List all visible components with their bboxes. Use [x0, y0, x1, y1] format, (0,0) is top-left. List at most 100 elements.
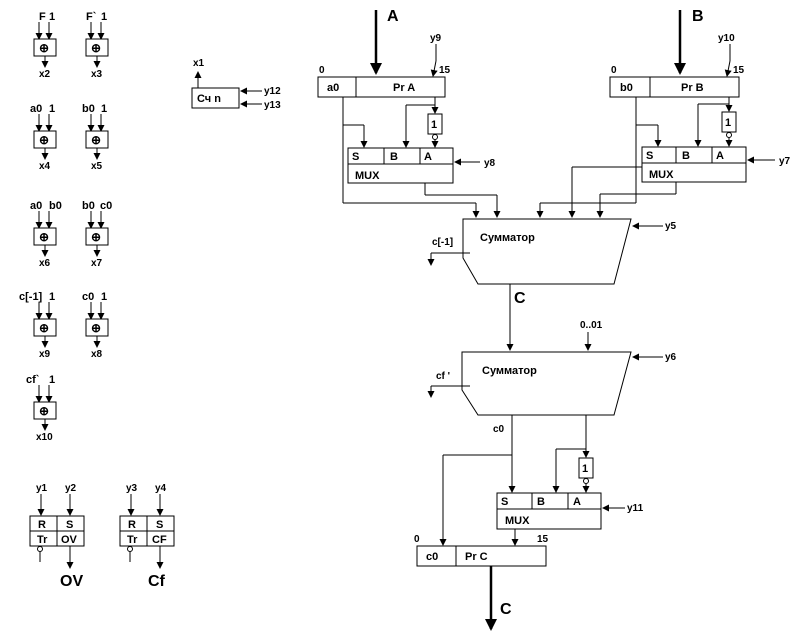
- xor-symbol: ⊕: [39, 321, 49, 335]
- adder-2-ctrl-label: y6: [665, 352, 677, 363]
- xor-output-label: x3: [91, 69, 103, 80]
- adder-1-output-label: C: [514, 290, 526, 307]
- xor-input-label: cf`: [26, 374, 40, 386]
- register-a-name: Pr A: [393, 82, 415, 94]
- mux-b-b: B: [682, 150, 690, 162]
- adder-1-name: Сумматор: [480, 232, 535, 244]
- register-b-bit-low: 0: [611, 65, 617, 76]
- trigger-name-label: OV: [61, 534, 78, 546]
- counter-output-label: x1: [193, 58, 205, 69]
- xor-input-label: c[-1]: [19, 291, 43, 303]
- xor-symbol: ⊕: [39, 404, 49, 418]
- xor-input-label: c0: [100, 200, 112, 212]
- xor-input-label: a0: [30, 200, 42, 212]
- xor-symbol: ⊕: [91, 230, 101, 244]
- xor-output-label: x10: [36, 432, 53, 443]
- mux-c-ctrl-label: y11: [627, 503, 644, 514]
- xor-output-label: x5: [91, 161, 103, 172]
- xor-gate-x5: b0 1 ⊕ x5: [82, 103, 109, 172]
- register-a-bit-low: 0: [319, 65, 325, 76]
- xor-input-label: 1: [49, 103, 55, 115]
- register-a-bit-high: 15: [439, 65, 451, 76]
- mux-c-s: S: [501, 496, 508, 508]
- xor-symbol: ⊕: [39, 41, 49, 55]
- register-b-name: Pr B: [681, 82, 704, 94]
- xor-input-label: 1: [101, 103, 107, 115]
- counter-input-label: y13: [264, 100, 281, 111]
- register-a-ctrl-label: y9: [430, 33, 442, 44]
- xor-symbol: ⊕: [91, 41, 101, 55]
- mux-c: 1 S B A MUX y11: [496, 457, 644, 546]
- wires-reg-a: [342, 97, 501, 218]
- xor-symbol: ⊕: [39, 230, 49, 244]
- register-c-bit-high: 15: [537, 534, 549, 545]
- xor-symbol: ⊕: [39, 133, 49, 147]
- xor-gate-x2: F 1 ⊕ x2: [33, 11, 57, 80]
- mux-a-name: MUX: [355, 170, 380, 182]
- trigger-name-label: CF: [152, 534, 167, 546]
- trigger-tr-label: Tr: [127, 534, 138, 546]
- register-c-name: Pr C: [465, 551, 488, 563]
- xor-output-label: x7: [91, 258, 103, 269]
- xor-input-label: a0: [30, 103, 42, 115]
- register-b-ctrl-label: y10: [718, 33, 735, 44]
- xor-input-label: b0: [82, 103, 95, 115]
- trigger-r-label: R: [38, 519, 46, 531]
- mux-b-ctrl-label: y7: [779, 156, 791, 167]
- register-b: B 0 15 y10 b0 Pr B: [609, 8, 745, 98]
- mux-b: 1 S B A MUX y7: [641, 111, 791, 183]
- xor-input-label: 1: [49, 11, 55, 23]
- xor-input-label: F`: [86, 11, 97, 23]
- register-a: A 0 15 y9 a0 Pr A: [317, 8, 451, 98]
- mux-a-s: S: [352, 151, 359, 163]
- xor-gate-x6: a0 b0 ⊕ x6: [30, 200, 62, 269]
- xor-output-label: x2: [39, 69, 51, 80]
- trigger-input-label: y2: [65, 483, 77, 494]
- trigger-tr-label: Tr: [37, 534, 48, 546]
- trigger-ov: y1 y2 R S Tr OV OV: [29, 483, 85, 590]
- mux-c-b: B: [537, 496, 545, 508]
- trigger-s-label: S: [156, 519, 163, 531]
- xor-gate-x3: F` 1 ⊕ x3: [85, 11, 109, 80]
- mux-b-name: MUX: [649, 169, 674, 181]
- adder-1-carry-label: c[-1]: [432, 237, 453, 248]
- adder-1-ctrl-label: y5: [665, 221, 677, 232]
- mux-a-const: 1: [431, 119, 437, 131]
- trigger-input-label: y3: [126, 483, 138, 494]
- counter-input-label: y12: [264, 86, 281, 97]
- register-c-output-label: C: [500, 601, 512, 618]
- xor-input-label: 1: [101, 11, 107, 23]
- wires-adder-2: [439, 415, 590, 546]
- mux-c-const: 1: [582, 463, 588, 475]
- xor-gate-x8: c0 1 ⊕ x8: [82, 291, 109, 360]
- xor-gate-x10: cf` 1 ⊕ x10: [26, 374, 57, 443]
- xor-output-label: x4: [39, 161, 51, 172]
- mux-a-ctrl-label: y8: [484, 158, 496, 169]
- adder-2-output-bit: c0: [493, 424, 505, 435]
- counter-block: x1 Сч n y12 y13: [191, 58, 281, 111]
- xor-input-label: c0: [82, 291, 94, 303]
- trigger-output-label: OV: [60, 573, 83, 590]
- xor-output-label: x9: [39, 349, 51, 360]
- xor-gate-x4: a0 1 ⊕ x4: [30, 103, 57, 172]
- register-b-bit-high: 15: [733, 65, 745, 76]
- mux-b-const: 1: [725, 117, 731, 129]
- xor-output-label: x8: [91, 349, 103, 360]
- trigger-s-label: S: [66, 519, 73, 531]
- trigger-r-label: R: [128, 519, 136, 531]
- adder-2: Сумматор 0..01 y6 cf ' c0: [427, 320, 677, 435]
- register-b-input-label: B: [692, 8, 704, 25]
- register-c-bit-low: 0: [414, 534, 420, 545]
- trigger-cf: y3 y4 R S Tr CF Cf: [119, 483, 175, 590]
- xor-symbol: ⊕: [91, 321, 101, 335]
- adder-2-const: 0..01: [580, 320, 603, 331]
- mux-c-name: MUX: [505, 515, 530, 527]
- adder-2-carry-label: cf ': [436, 371, 450, 382]
- mux-c-a: A: [573, 496, 581, 508]
- adder-2-name: Сумматор: [482, 365, 537, 377]
- trigger-input-label: y1: [36, 483, 48, 494]
- mux-a: 1 S B A MUX y8: [347, 113, 496, 184]
- xor-input-label: 1: [49, 291, 55, 303]
- mux-a-b: B: [390, 151, 398, 163]
